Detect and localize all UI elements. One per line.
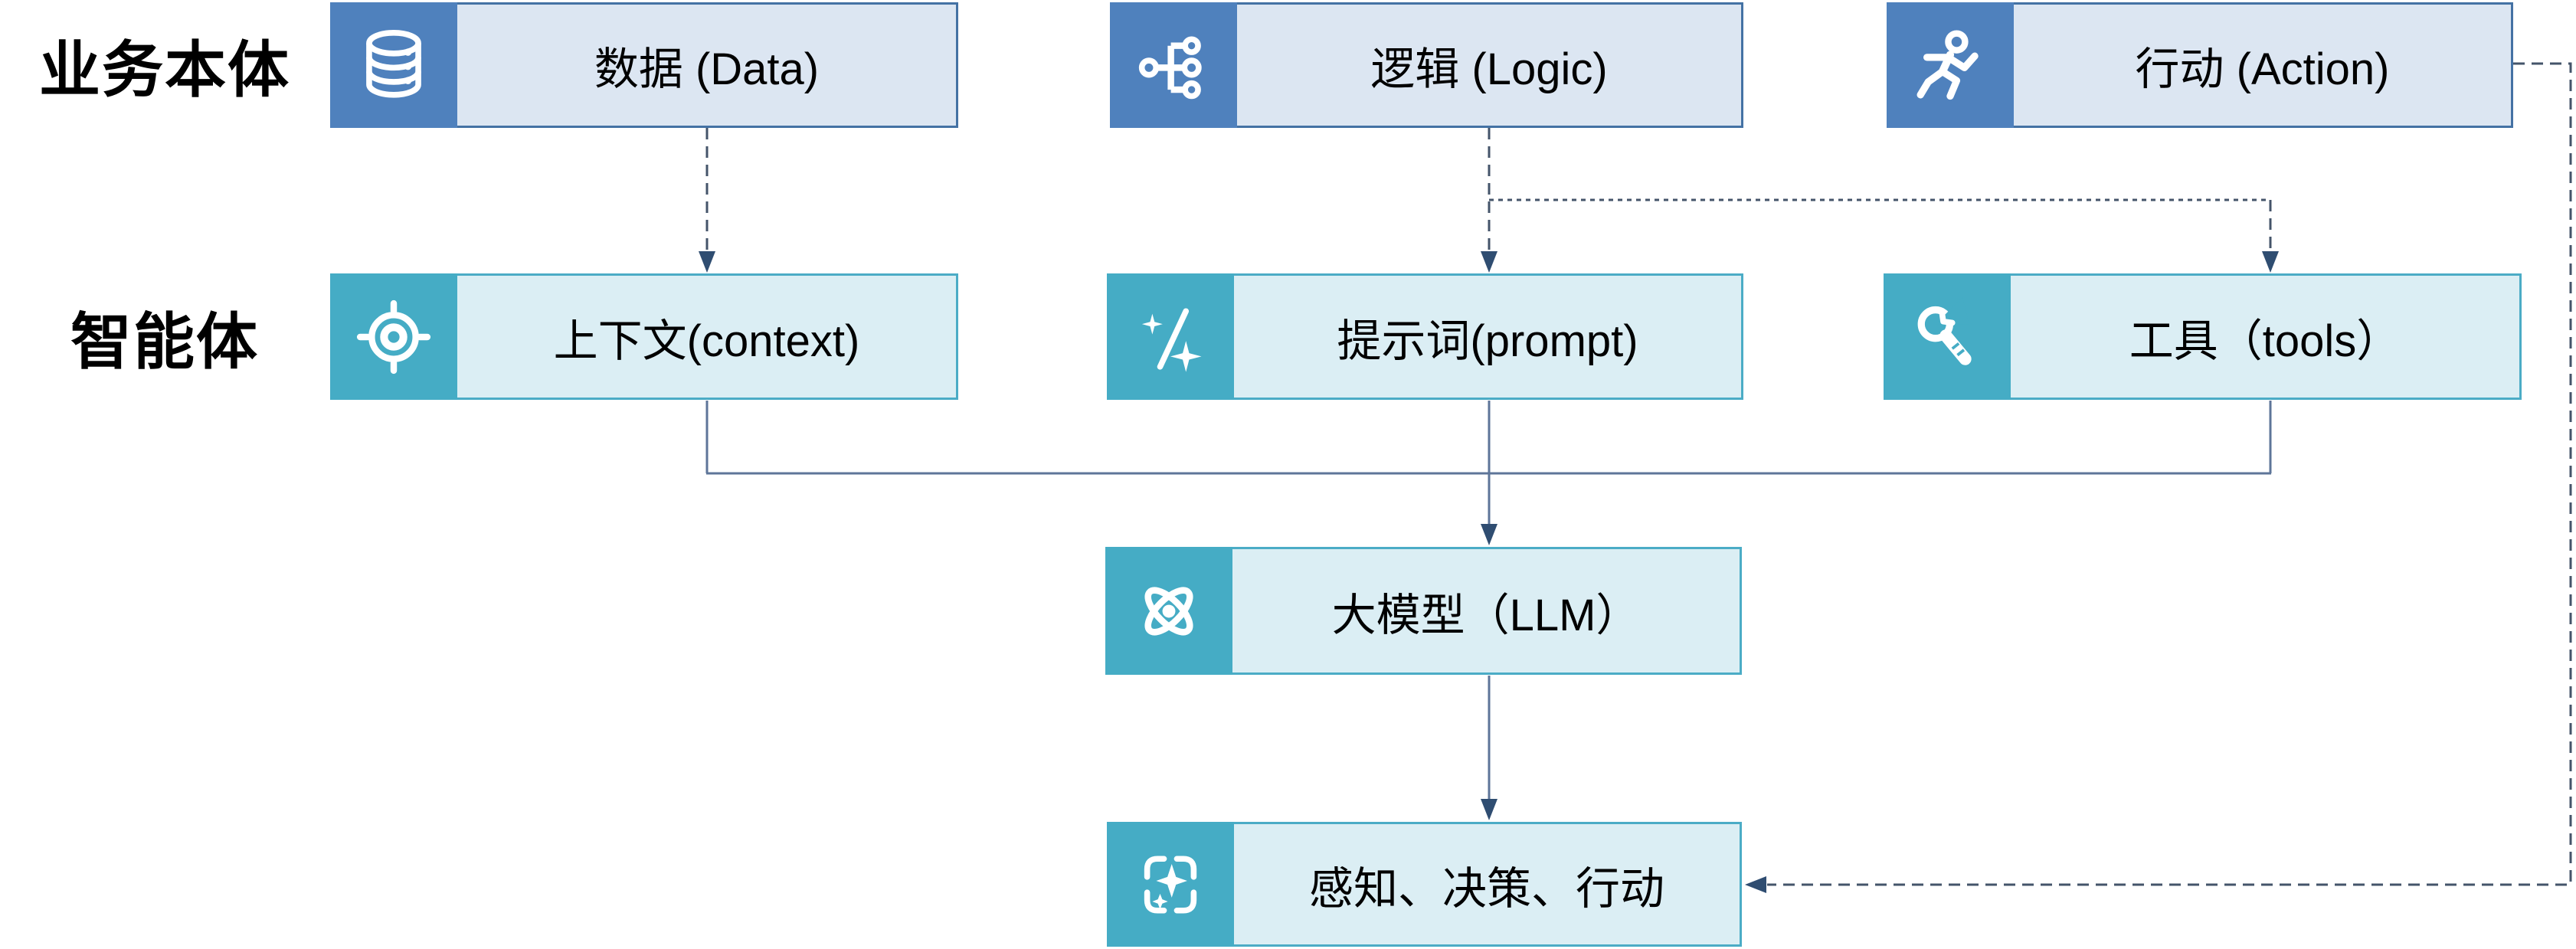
node-context-label: 上下文(context) bbox=[553, 316, 860, 366]
node-data: 数据 (Data) bbox=[330, 2, 958, 128]
node-perception-label: 感知、决策、行动 bbox=[1308, 863, 1664, 914]
node-prompt-label: 提示词(prompt) bbox=[1337, 316, 1638, 366]
wrench-icon bbox=[1884, 273, 2011, 400]
node-tools-label: 工具（tools） bbox=[2129, 316, 2401, 366]
arrowhead-tools bbox=[2262, 251, 2279, 273]
node-perception: 感知、决策、行动 bbox=[1107, 822, 1742, 947]
node-context: 上下文(context) bbox=[330, 273, 958, 400]
magic-wand-icon bbox=[1107, 273, 1234, 400]
node-data-label: 数据 (Data) bbox=[594, 44, 820, 94]
database-icon bbox=[330, 2, 457, 128]
node-prompt: 提示词(prompt) bbox=[1107, 273, 1743, 400]
node-action: 行动 (Action) bbox=[1887, 2, 2513, 128]
node-logic-label: 逻辑 (Logic) bbox=[1370, 44, 1608, 94]
flow-tree-icon bbox=[1110, 2, 1237, 128]
arrowhead-perception-right bbox=[1745, 876, 1766, 893]
runner-icon bbox=[1887, 2, 2014, 128]
node-llm-label: 大模型（LLM） bbox=[1331, 590, 1641, 640]
atom-icon bbox=[1105, 547, 1232, 675]
node-action-label: 行动 (Action) bbox=[2135, 44, 2390, 94]
target-icon bbox=[330, 273, 457, 400]
row-label-business: 业务本体 bbox=[39, 36, 290, 104]
node-logic: 逻辑 (Logic) bbox=[1110, 2, 1743, 128]
arrowhead-context bbox=[699, 251, 715, 273]
arrowhead-perception-top bbox=[1481, 799, 1497, 820]
arrow-action-to-perception bbox=[1767, 62, 2572, 886]
node-tools: 工具（tools） bbox=[1884, 273, 2522, 400]
arrowhead-prompt bbox=[1481, 251, 1497, 273]
row-label-agent: 智能体 bbox=[70, 307, 259, 376]
arrowhead-llm bbox=[1481, 524, 1497, 545]
node-llm: 大模型（LLM） bbox=[1105, 547, 1742, 675]
sparkle-frame-icon bbox=[1107, 822, 1234, 947]
